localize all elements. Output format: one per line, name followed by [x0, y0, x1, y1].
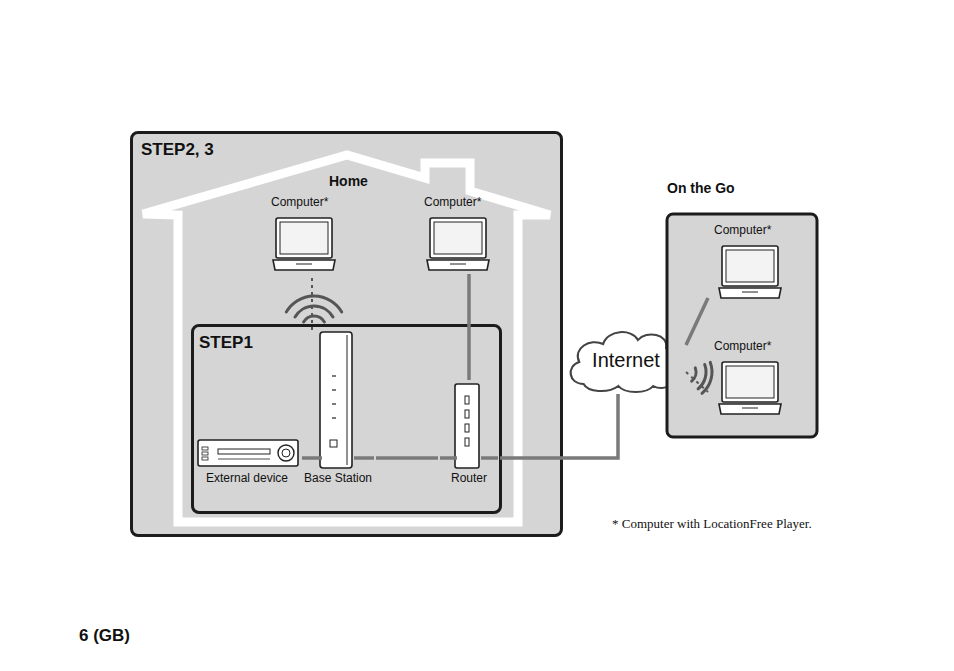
device-icon: External device [194, 436, 300, 488]
region-box: STEP2, 3HomeComputer*Computer*STEP1Exter… [130, 131, 563, 537]
footnote: * Computer with LocationFree Player. [612, 517, 812, 532]
cable-stub [481, 456, 498, 460]
node-label: Computer* [714, 340, 771, 354]
wifi-wave [692, 368, 696, 381]
label-holder: 6 (GB) [79, 626, 130, 646]
node-label: Computer* [714, 224, 771, 238]
network-cable [500, 394, 618, 458]
cable-stub [354, 456, 374, 460]
wifi-wave [304, 316, 325, 322]
network-cable [686, 372, 708, 392]
network-cable [686, 298, 708, 345]
wifi-wave [286, 296, 341, 312]
node-label: External device [194, 472, 300, 486]
computer-icon: Computer* [262, 196, 342, 278]
computer-icon: Computer* [420, 196, 500, 278]
box-heading: STEP2, 3 [141, 140, 214, 160]
tower-drawing [300, 330, 376, 488]
wifi-wave [295, 306, 333, 317]
network-cable [467, 278, 471, 380]
network-cable [311, 278, 313, 330]
base-station-icon: Base Station [300, 330, 376, 488]
node-label: Router [438, 472, 500, 486]
cable-stub [440, 456, 457, 460]
node-label: On the Go [667, 180, 735, 196]
router-icon: Router [438, 380, 500, 488]
node-label: Computer* [424, 196, 481, 210]
remote-box: On the Go Computer* Computer* [662, 180, 822, 440]
page-number: 6 (GB) [79, 626, 130, 646]
computer-icon: Computer* [708, 224, 796, 306]
wifi-waves [286, 296, 712, 393]
wifi-wave [702, 362, 712, 393]
cable-stubs [302, 274, 498, 458]
step-box: STEP1External deviceBase Station Router [191, 324, 502, 514]
box-heading: STEP1 [199, 333, 253, 353]
cable-stub [467, 274, 471, 278]
label-holder: * Computer with LocationFree Player. [612, 517, 812, 532]
computer-icon: Computer* [708, 340, 796, 422]
node-label: Base Station [300, 472, 376, 486]
node-label: Computer* [271, 196, 328, 210]
network-cable [376, 456, 438, 460]
cable-stub [302, 456, 322, 460]
wifi-wave [698, 365, 706, 389]
node-label: Internet [564, 349, 688, 372]
node-label: Home [329, 173, 368, 189]
house-outline: HomeComputer*Computer*STEP1External devi… [143, 150, 553, 528]
